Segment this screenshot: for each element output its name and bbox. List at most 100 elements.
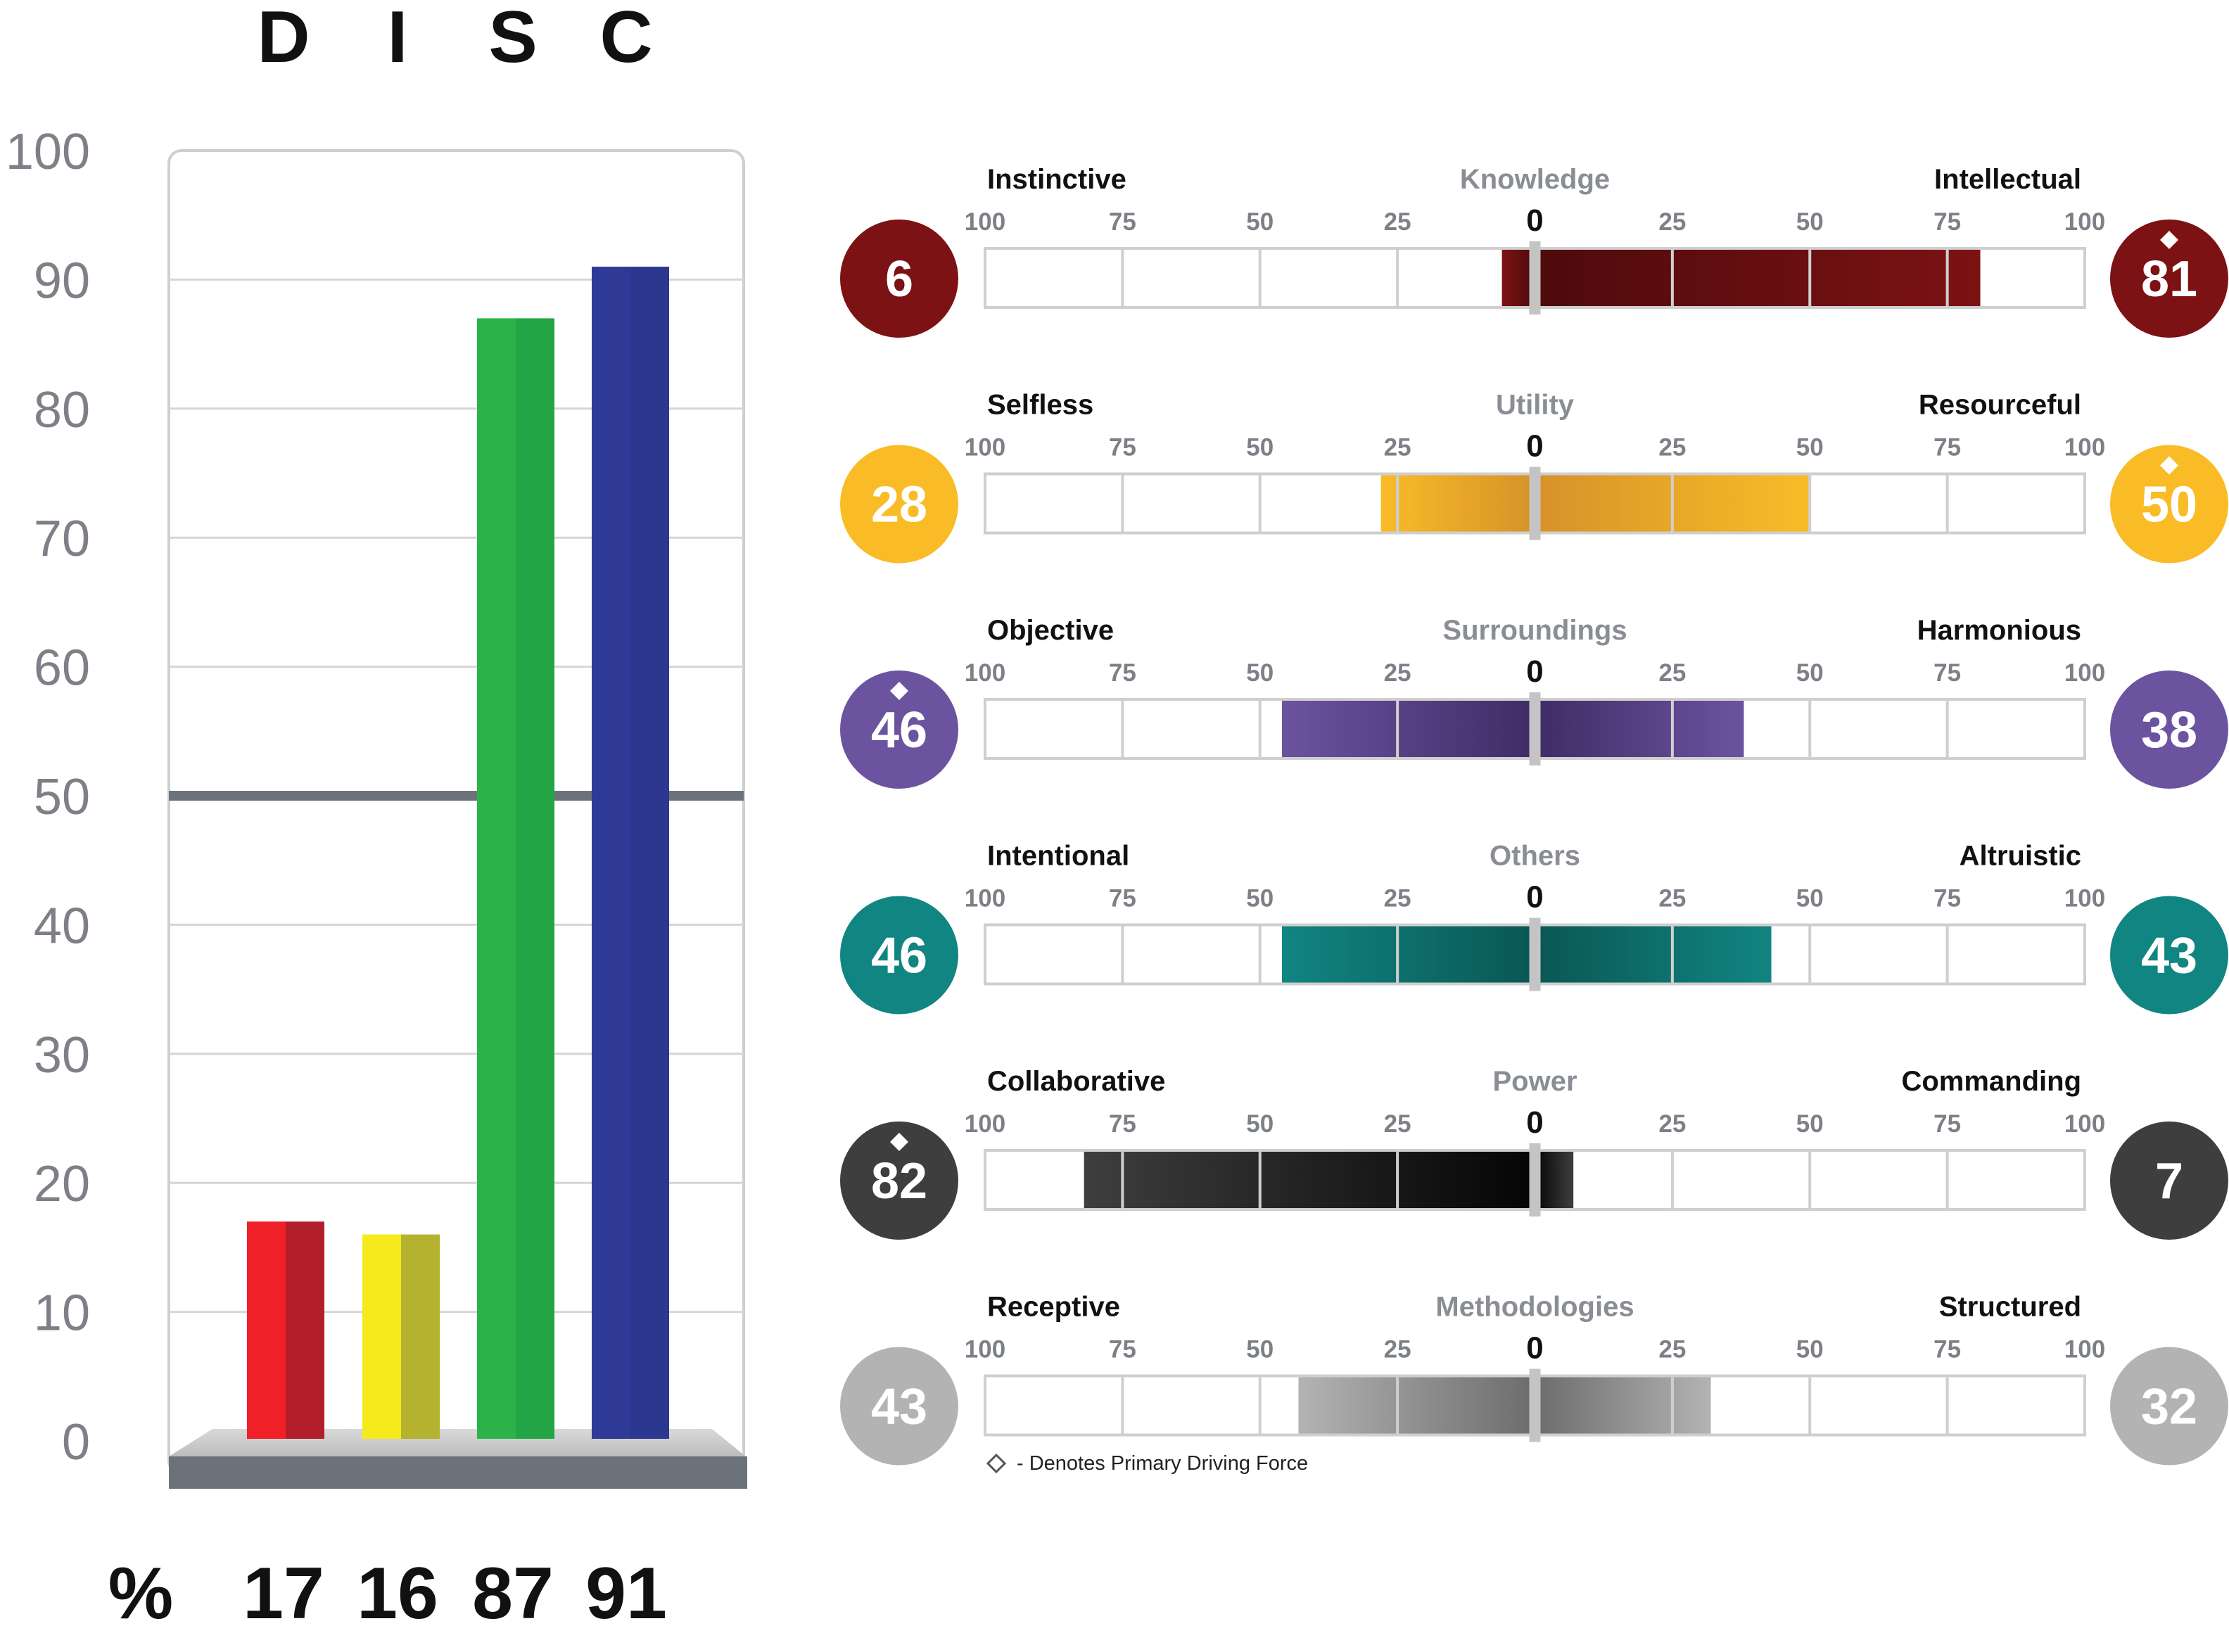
scale-tick-label: 100 xyxy=(965,208,1005,236)
scale-tick-label: 0 xyxy=(1526,429,1543,464)
scale-tick-label: 75 xyxy=(1109,885,1136,913)
y-tick-label: 70 xyxy=(34,511,90,567)
scale-tick-label: 0 xyxy=(1526,654,1543,689)
scale-tick-label: 25 xyxy=(1658,1336,1686,1364)
left-score-value: 6 xyxy=(885,251,913,307)
category-label-c: C xyxy=(599,0,652,78)
scale-tick-label: 50 xyxy=(1246,1110,1274,1138)
left-score-circle xyxy=(840,445,958,564)
category-label-i: I xyxy=(388,0,408,78)
scale-tick-label: 50 xyxy=(1246,659,1274,687)
y-tick-label: 40 xyxy=(34,898,90,954)
scale-tick-label: 50 xyxy=(1796,434,1824,462)
bar-s-dark xyxy=(516,318,554,1439)
left-pole-label: Collaborative xyxy=(987,1066,1165,1097)
scale-tick-label: 25 xyxy=(1658,434,1686,462)
scale-tick-label: 100 xyxy=(965,659,1005,687)
scale-tick-label: 75 xyxy=(1109,208,1136,236)
y-tick-label: 60 xyxy=(34,640,90,697)
chart-base xyxy=(169,1456,747,1489)
y-tick-label: 100 xyxy=(6,124,90,180)
left-score-value: 82 xyxy=(871,1153,927,1209)
left-score-circle xyxy=(840,671,958,789)
y-tick-label: 0 xyxy=(62,1414,90,1470)
primary-driving-force-legend: - Denotes Primary Driving Force xyxy=(986,1452,1308,1475)
y-tick-label: 20 xyxy=(34,1156,90,1212)
right-score-value: 43 xyxy=(2141,928,2197,984)
scale-tick-label: 50 xyxy=(1796,1110,1824,1138)
scale-tick-label: 100 xyxy=(965,885,1005,913)
motivator-name: Knowledge xyxy=(1460,164,1610,195)
scale-tick-label: 50 xyxy=(1246,208,1274,236)
scale-tick-label: 50 xyxy=(1246,1336,1274,1364)
bar-d-dark xyxy=(286,1221,324,1439)
right-pole-label: Commanding xyxy=(1901,1066,2081,1097)
scale-tick-label: 25 xyxy=(1384,1336,1411,1364)
left-score-circle xyxy=(840,1122,958,1240)
scale-tick-label: 100 xyxy=(2064,1110,2105,1138)
left-score-circle xyxy=(840,1347,958,1466)
scale-tick-label: 25 xyxy=(1384,885,1411,913)
value-label-c: 91 xyxy=(585,1553,667,1634)
scale-tick-label: 75 xyxy=(1109,434,1136,462)
score-bar xyxy=(1501,250,1981,306)
scale-tick-label: 100 xyxy=(2064,885,2105,913)
y-tick-label: 10 xyxy=(34,1285,90,1342)
primary-driving-force-diamond-icon xyxy=(2160,456,2178,475)
scale-tick-label: 50 xyxy=(1796,659,1824,687)
diamond-outline-icon xyxy=(986,1453,1007,1474)
scale-tick-label: 25 xyxy=(1658,659,1686,687)
left-score-circle xyxy=(840,896,958,1015)
scale-tick-label: 50 xyxy=(1796,1336,1824,1364)
scale-tick-label: 25 xyxy=(1384,208,1411,236)
left-score-value: 46 xyxy=(871,702,927,758)
bar-i-dark xyxy=(401,1234,440,1439)
scale-tick-label: 0 xyxy=(1526,1105,1543,1140)
scale-tick-label: 50 xyxy=(1246,434,1274,462)
primary-driving-force-diamond-icon xyxy=(890,1133,908,1151)
disc-bars xyxy=(247,267,669,1439)
scale-tick-label: 75 xyxy=(1933,659,1961,687)
y-tick-label: 50 xyxy=(34,769,90,825)
bar-s-light xyxy=(477,318,516,1439)
right-pole-label: Structured xyxy=(1939,1292,2081,1323)
right-score-value: 50 xyxy=(2141,477,2197,533)
scale-tick-label: 25 xyxy=(1658,208,1686,236)
center-marker xyxy=(1529,1368,1541,1442)
primary-driving-force-diamond-icon xyxy=(890,682,908,700)
scale-tick-label: 100 xyxy=(965,1336,1005,1364)
right-pole-label: Resourceful xyxy=(1919,390,2081,421)
scale-tick-label: 75 xyxy=(1109,659,1136,687)
scale-tick-label: 50 xyxy=(1796,885,1824,913)
scale-tick-label: 0 xyxy=(1526,1331,1543,1366)
score-bar xyxy=(1298,1377,1711,1434)
value-label-s: 87 xyxy=(472,1553,554,1634)
scale-tick-label: 25 xyxy=(1384,434,1411,462)
right-pole-label: Altruistic xyxy=(1960,841,2081,872)
left-score-value: 43 xyxy=(871,1379,927,1435)
left-score-circle xyxy=(840,220,958,338)
left-score-value: 46 xyxy=(871,928,927,984)
left-pole-label: Selfless xyxy=(987,390,1093,421)
right-score-circle xyxy=(2110,445,2228,564)
left-score-value: 28 xyxy=(871,477,927,533)
scale-tick-label: 100 xyxy=(2064,434,2105,462)
bar-d-light xyxy=(247,1221,286,1439)
scale-tick-label: 100 xyxy=(965,1110,1005,1138)
scale-tick-label: 0 xyxy=(1526,203,1543,238)
left-pole-label: Receptive xyxy=(987,1292,1120,1323)
center-marker xyxy=(1529,466,1541,540)
y-tick-label: 90 xyxy=(34,253,90,309)
score-bar xyxy=(1380,475,1810,532)
scale-tick-label: 50 xyxy=(1246,885,1274,913)
scale-tick-label: 25 xyxy=(1658,885,1686,913)
motivator-name: Surroundings xyxy=(1442,615,1627,646)
scale-tick-label: 75 xyxy=(1933,1110,1961,1138)
score-bar xyxy=(1282,926,1772,983)
center-marker xyxy=(1529,241,1541,314)
y-tick-label: 30 xyxy=(34,1027,90,1084)
